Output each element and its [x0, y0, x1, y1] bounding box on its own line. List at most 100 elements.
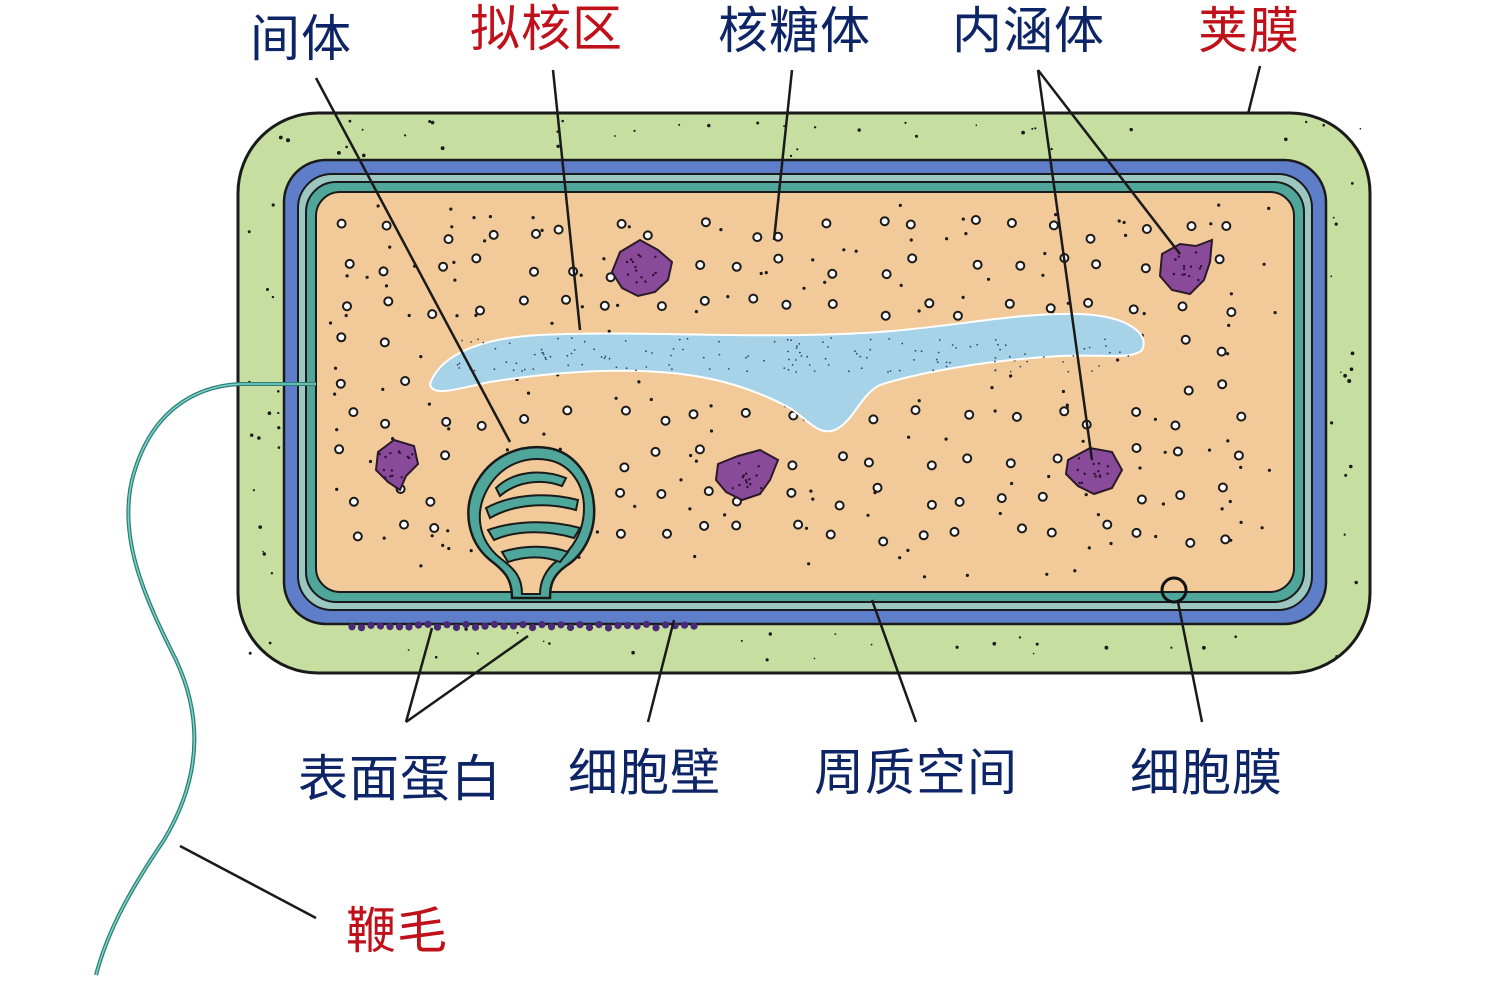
surface-protein	[690, 622, 698, 630]
surface-protein	[680, 621, 689, 629]
surface-protein	[623, 621, 632, 630]
ribosome	[748, 293, 759, 304]
ribosome	[1185, 537, 1196, 548]
ribosome	[443, 234, 454, 245]
ribosome	[781, 299, 792, 310]
ribosome	[619, 462, 630, 473]
ribosome	[881, 269, 892, 280]
ribosome	[695, 260, 706, 270]
ribosome	[1177, 301, 1188, 312]
ribosome	[863, 457, 874, 468]
surface-protein	[376, 622, 385, 630]
ribosome	[1220, 534, 1231, 545]
ribosome	[880, 310, 891, 321]
ribosome	[334, 444, 345, 455]
inclusion-body	[610, 238, 674, 298]
ribosome	[838, 451, 848, 462]
ribosome	[1004, 298, 1015, 309]
surface-protein	[614, 621, 622, 630]
ribosome	[1131, 443, 1142, 453]
ribosome	[964, 409, 975, 420]
ribosome	[1091, 259, 1102, 270]
ribosome	[379, 337, 390, 348]
surface-protein	[595, 621, 603, 629]
ribosome	[425, 496, 436, 507]
ribosome	[827, 299, 838, 309]
ribosome	[620, 405, 631, 416]
ribosome	[924, 298, 935, 309]
ribosome	[656, 489, 667, 499]
ribosome	[662, 528, 672, 539]
ribosome	[773, 253, 784, 264]
ribosome	[825, 529, 836, 540]
ribosome	[688, 409, 699, 420]
surface-protein	[633, 622, 641, 630]
ribosome	[1216, 346, 1227, 357]
ribosome	[972, 259, 983, 270]
ribosome	[476, 420, 487, 431]
ribosome	[731, 261, 742, 272]
surface-protein	[414, 621, 423, 629]
surface-protein	[604, 624, 613, 632]
ribosome	[699, 520, 710, 531]
ribosome	[1037, 491, 1048, 502]
ribosome	[787, 460, 798, 471]
ribosome	[615, 487, 626, 498]
ribosome	[926, 499, 937, 510]
label-inclusion-body: 内涵体	[952, 2, 1105, 60]
ribosome	[694, 444, 705, 455]
ribosome	[868, 414, 879, 425]
ribosome	[1131, 527, 1142, 538]
ribosome	[342, 301, 352, 312]
inclusion-texture	[378, 251, 1203, 490]
ribosome	[1217, 379, 1228, 390]
surface-protein	[424, 620, 432, 628]
ribosome	[615, 528, 626, 539]
mesosome	[467, 445, 596, 600]
ribosome	[1017, 523, 1027, 534]
ribosome	[1011, 411, 1022, 422]
ribosome	[1131, 407, 1142, 417]
ribosome	[352, 531, 363, 542]
ribosome	[475, 305, 485, 316]
ribosome	[336, 218, 347, 229]
ribosome	[699, 295, 710, 306]
ribosome	[827, 268, 838, 279]
surface-protein	[386, 623, 394, 631]
ribosome	[438, 261, 449, 272]
ribosome	[1170, 420, 1181, 431]
ribosome	[1226, 307, 1237, 318]
surface-proteins	[348, 620, 698, 632]
surface-protein	[490, 620, 499, 629]
ribosome	[1046, 527, 1057, 538]
ribosome	[1217, 482, 1228, 493]
ribosome	[907, 253, 918, 264]
surface-protein	[433, 623, 442, 631]
ribosome	[471, 253, 482, 264]
ribosome	[348, 496, 359, 507]
membrane-marker	[1160, 576, 1188, 604]
label-capsule: 荚膜	[1198, 2, 1300, 60]
label-cell-membrane: 细胞膜	[1130, 744, 1283, 802]
ribosome	[378, 266, 389, 277]
surface-protein	[357, 624, 366, 632]
ribosome	[703, 486, 714, 497]
surface-protein	[471, 623, 480, 631]
ribosome	[879, 216, 890, 227]
ribosome	[529, 266, 539, 277]
ribosome	[1180, 334, 1191, 345]
ribosome	[336, 332, 347, 343]
surface-protein	[443, 621, 451, 629]
ribosome	[926, 460, 937, 471]
ribosome	[1048, 220, 1059, 231]
ribosome	[1141, 224, 1152, 234]
ribosome	[1221, 221, 1232, 231]
label-nucleoid: 拟核区	[470, 0, 623, 58]
ribosome	[427, 309, 438, 320]
surface-protein	[652, 624, 660, 632]
label-ribosome: 核糖体	[718, 2, 871, 60]
surface-protein	[661, 621, 670, 629]
ribosome	[1183, 385, 1194, 396]
ribosome	[996, 493, 1007, 504]
